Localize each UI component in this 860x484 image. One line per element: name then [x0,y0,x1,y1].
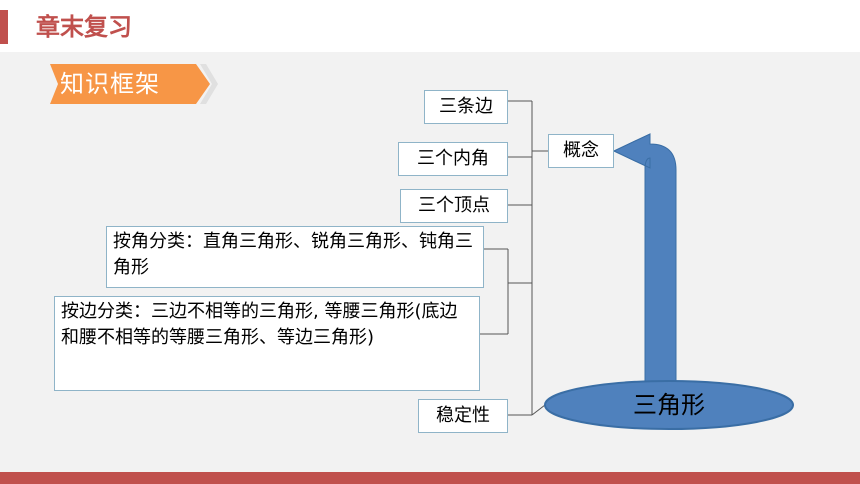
node-edges: 三条边 [424,90,508,124]
page-title: 章末复习 [36,13,132,41]
node-classify-by-angle: 按角分类：直角三角形、锐角三角形、钝角三角形 [106,226,484,288]
root-ellipse [544,380,794,430]
badge-chevron-icon [50,64,218,104]
header: 章末复习 [0,0,860,52]
section-badge-label: 知识框架 [60,70,160,98]
node-classify-by-side: 按边分类：三边不相等的三角形, 等腰三角形(底边和腰不相等的等腰三角形、等边三角… [54,296,480,391]
node-vertices: 三个顶点 [400,189,508,223]
node-concept: 概念 [548,134,614,168]
node-stability: 稳定性 [418,399,508,433]
bottom-accent-bar [0,472,860,484]
root-label: 三角形 [633,391,705,419]
header-accent-bar [0,10,8,44]
node-angles: 三个内角 [398,142,508,176]
